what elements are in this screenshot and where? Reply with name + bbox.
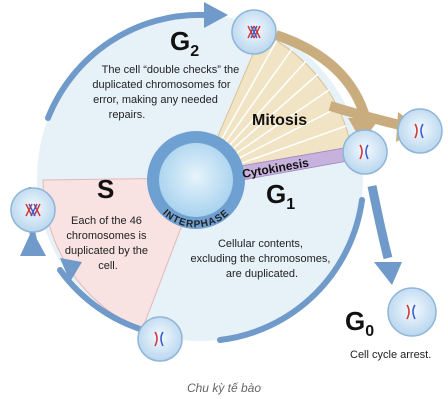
cycle-arrowheads: [20, 2, 228, 282]
cell-mitosis-right: [397, 108, 443, 154]
s-label: S: [97, 174, 114, 204]
g0-description: Cell cycle arrest.: [350, 349, 431, 361]
g0-arrowhead: [374, 262, 402, 285]
interphase-core: [159, 143, 233, 217]
cell-left: [10, 187, 56, 233]
cell-bottom: [137, 316, 183, 362]
g2-description: The cell “double checks” the duplicated …: [92, 64, 242, 121]
mitosis-label: Mitosis: [252, 112, 307, 129]
cell-mitosis-lower: [342, 129, 388, 175]
caption: Chu kỳ tế bào: [186, 381, 262, 395]
cell-g0: [387, 287, 437, 337]
g1-label: G1: [266, 179, 295, 213]
mitosis-arrow-upper: [274, 30, 371, 122]
g0-arrow-shaft: [367, 185, 393, 260]
g2-label: G2: [170, 26, 199, 60]
g1-description: Cellular contents, excluding the chromos…: [190, 238, 333, 280]
cell-top: [231, 9, 277, 55]
g0-label: G0: [345, 306, 374, 340]
s-description: Each of the 46 chromosomes is duplicated…: [65, 215, 151, 272]
